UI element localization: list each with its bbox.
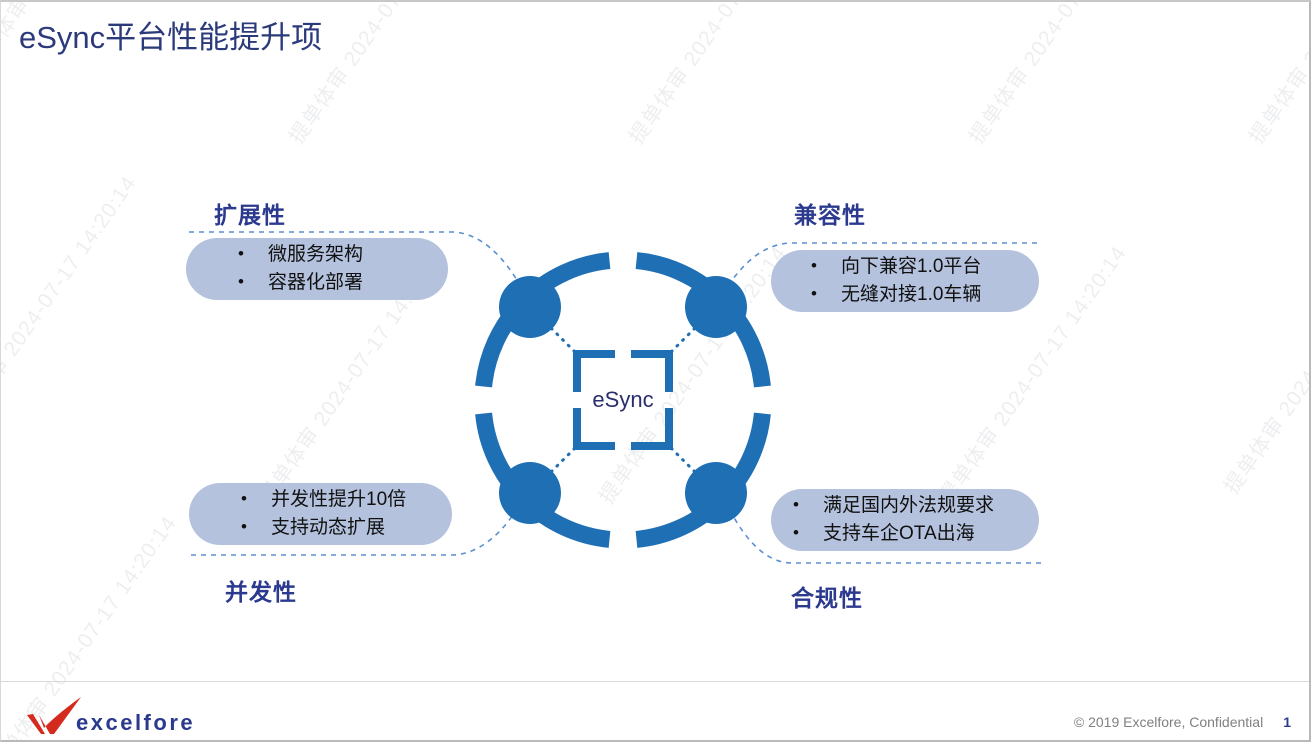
excelfore-logo: excelfore	[25, 695, 195, 737]
checkmark-icon	[27, 697, 81, 734]
pill-compliance: 满足国内外法规要求 支持车企OTA出海	[771, 489, 1039, 551]
page-number: 1	[1283, 714, 1291, 730]
hub-nodes	[499, 276, 747, 524]
node-top-right	[685, 276, 747, 338]
list-item: 满足国内外法规要求	[793, 491, 1039, 520]
list-item: 并发性提升10倍	[241, 485, 452, 514]
bullet-list: 满足国内外法规要求 支持车企OTA出海	[793, 491, 1039, 548]
esync-hub-diagram	[475, 252, 771, 548]
pill-compatibility: 向下兼容1.0平台 无缝对接1.0车辆	[771, 250, 1039, 312]
page-title: eSync平台性能提升项	[19, 20, 323, 55]
pill-scalability: 微服务架构 容器化部署	[186, 238, 448, 300]
list-item: 向下兼容1.0平台	[811, 252, 1039, 281]
logo-wordmark: excelfore	[76, 710, 196, 735]
bullet-list: 向下兼容1.0平台 无缝对接1.0车辆	[811, 252, 1039, 309]
heading-concurrency: 并发性	[225, 579, 297, 605]
pill-concurrency: 并发性提升10倍 支持动态扩展	[189, 483, 452, 545]
heading-scalability: 扩展性	[214, 202, 286, 228]
list-item: 支持车企OTA出海	[793, 519, 1039, 548]
heading-compatibility: 兼容性	[794, 202, 866, 228]
bullet-list: 微服务架构 容器化部署	[238, 240, 448, 297]
list-item: 微服务架构	[238, 240, 448, 269]
list-item: 容器化部署	[238, 268, 448, 297]
list-item: 无缝对接1.0车辆	[811, 280, 1039, 309]
footer-right-group: © 2019 Excelfore, Confidential 1	[1074, 714, 1291, 730]
connector-top-left	[189, 231, 526, 295]
node-bottom-right	[685, 462, 747, 524]
node-top-left	[499, 276, 561, 338]
footer-divider	[1, 681, 1309, 682]
node-connector-dots	[538, 315, 708, 485]
inner-square-brackets	[573, 350, 673, 450]
bullet-list: 并发性提升10倍 支持动态扩展	[241, 485, 452, 542]
heading-compliance: 合规性	[791, 585, 863, 611]
node-bottom-left	[499, 462, 561, 524]
list-item: 支持动态扩展	[241, 513, 452, 542]
copyright-text: © 2019 Excelfore, Confidential	[1073, 714, 1264, 730]
